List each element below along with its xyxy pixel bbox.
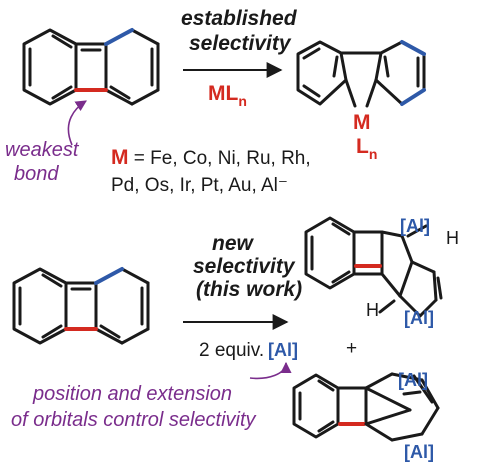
- arrow-label-established: established: [181, 7, 298, 30]
- metals-line-2: Pd, Os, Ir, Pt, Au, Al⁻: [111, 175, 288, 196]
- metals-line-1: M = Fe, Co, Ni, Ru, Rh,: [111, 146, 311, 169]
- plus-sign: +: [346, 338, 357, 359]
- arrow-label-selectivity-top: selectivity: [189, 32, 292, 55]
- product-1-structure: [304, 216, 443, 318]
- orbital-callout-curve: [249, 361, 292, 380]
- callout-weakest: weakest: [5, 139, 80, 161]
- reagent-mln: MLn: [208, 82, 247, 109]
- product1-h-top: H: [446, 228, 459, 248]
- product2-al-top: [Al]: [398, 370, 428, 390]
- weakest-bond-callout-curve: [67, 100, 87, 146]
- biphenylene-top: [22, 28, 160, 106]
- arrow-label-this-work: (this work): [196, 278, 302, 301]
- product1-h-bottom: H: [366, 300, 379, 320]
- product1-al-top: [Al]: [400, 216, 430, 236]
- product1-al-bottom: [Al]: [404, 308, 434, 328]
- arrow-label-new: new: [212, 232, 255, 255]
- product-ligand-ln: Ln: [356, 135, 377, 162]
- biphenylene-bottom: [12, 267, 150, 345]
- product-2-structure: [292, 372, 440, 442]
- reagent-equiv: 2 equiv.: [199, 340, 264, 361]
- reagent-al: [Al]: [268, 340, 298, 360]
- metallacycle-product: [296, 40, 426, 108]
- product2-al-bottom: [Al]: [404, 442, 434, 462]
- cleaved-bond-highlight-blue: [104, 28, 134, 46]
- arrow-label-selectivity-bottom: selectivity: [193, 255, 296, 278]
- callout-orbitals-control: of orbitals control selectivity: [11, 409, 257, 431]
- callout-bond: bond: [14, 163, 59, 185]
- callout-position-extension: position and extension: [32, 383, 232, 405]
- product-metal-m: M: [353, 111, 371, 134]
